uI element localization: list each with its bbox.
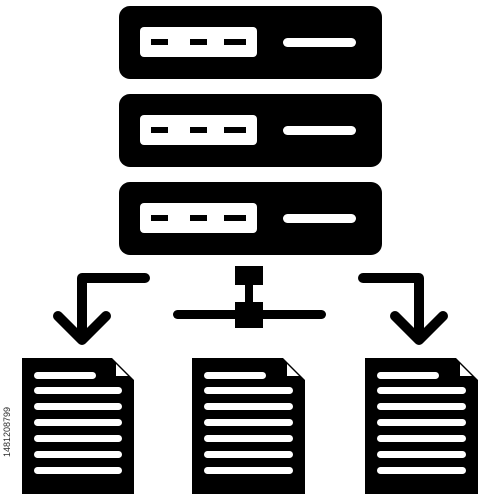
server-unit-middle: [119, 94, 382, 167]
document-left-icon: [22, 358, 134, 494]
server-unit-top: [119, 6, 382, 79]
network-hub: [173, 266, 326, 328]
document-center-icon: [192, 358, 305, 494]
server-stack: [119, 6, 382, 255]
document-right-icon: [365, 358, 478, 494]
arrow-left-down-icon: [53, 273, 150, 345]
stock-id-watermark: 1481208799: [2, 406, 12, 458]
server-unit-bottom: [119, 182, 382, 255]
arrow-right-down-icon: [358, 273, 448, 345]
